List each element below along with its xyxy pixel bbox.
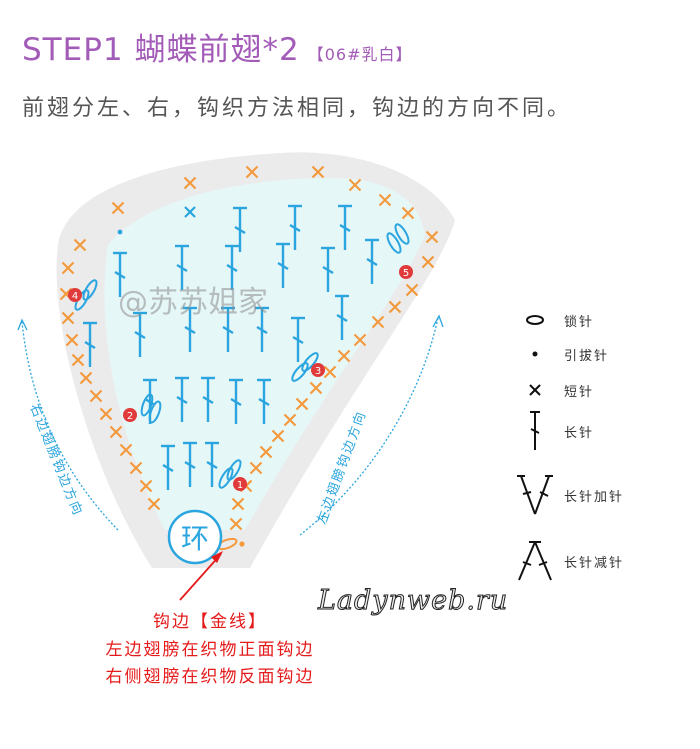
single-crochet-icon xyxy=(510,380,560,400)
starting-ring xyxy=(167,509,223,565)
round-markers: 1 2 3 4 5 xyxy=(68,265,413,491)
left-direction-arrow xyxy=(299,317,439,536)
legend-label-sc: 短针 xyxy=(564,384,595,400)
slip-stitch-icon xyxy=(510,344,560,364)
title-main: STEP1 蝴蝶前翅*2 xyxy=(22,32,300,68)
legend-item-dc-inc: 长针加针 xyxy=(510,470,624,520)
wing-stitches xyxy=(81,204,381,492)
marker-5: 5 xyxy=(403,268,409,279)
ring-label: 环 xyxy=(181,522,209,555)
legend-item-slip: 引拔针 xyxy=(510,334,609,374)
crochet-chart: 环 1 2 3 4 5 右边翅膀钩边方向 左边翅膀钩边方向 xyxy=(17,152,456,601)
watermark: @苏苏姐家 xyxy=(118,285,268,320)
legend-label-slip: 引拔针 xyxy=(564,348,610,364)
dc-increase-icon xyxy=(510,472,560,518)
marker-2: 2 xyxy=(127,411,133,422)
title-color-code: 【06#乳白】 xyxy=(307,45,413,64)
dc-decrease-icon xyxy=(510,538,560,584)
legend-label-dc-dec: 长针减针 xyxy=(564,555,625,571)
pointer-arrow xyxy=(179,553,222,601)
page-subtitle: 前翅分左、右，钩织方法相同，钩边的方向不同。 xyxy=(22,96,573,121)
legend-label-chain: 锁针 xyxy=(564,314,595,330)
note-line-3: 右侧翅膀在织物反面钩边 xyxy=(105,667,315,687)
right-direction-label: 右边翅膀钩边方向 xyxy=(26,402,86,519)
chain-icon xyxy=(510,310,560,330)
legend-label-dc: 长针 xyxy=(564,425,595,441)
page-title: STEP1 蝴蝶前翅*2 【06#乳白】 xyxy=(22,24,412,69)
right-direction-arrow xyxy=(21,321,119,531)
marker-3: 3 xyxy=(315,366,321,377)
legend-item-dc: 长针 xyxy=(510,406,594,456)
marker-4: 4 xyxy=(72,291,78,302)
legend-label-dc-inc: 长针加针 xyxy=(564,489,625,505)
note-line-2: 左边翅膀在织物正面钩边 xyxy=(105,640,315,660)
site-logo: Ladynweb.ru xyxy=(317,585,509,617)
legend-item-sc: 短针 xyxy=(510,370,594,410)
note-line-1: 钩边【金线】 xyxy=(153,612,267,632)
legend-item-dc-dec: 长针减针 xyxy=(510,536,624,586)
double-crochet-icon xyxy=(510,408,560,454)
legend-item-chain: 锁针 xyxy=(510,300,594,340)
marker-1: 1 xyxy=(237,480,243,491)
